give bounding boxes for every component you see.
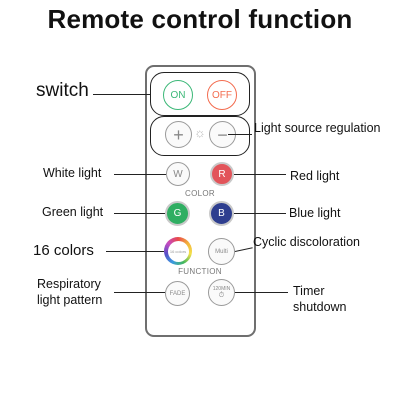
timer-label-line1: Timer — [293, 284, 325, 298]
green-light-button[interactable]: G — [165, 201, 190, 226]
blue-light-button[interactable]: B — [209, 201, 234, 226]
switch-leader-line — [93, 94, 150, 95]
white-light-button[interactable]: W — [166, 162, 190, 186]
sixteen-leader-line — [106, 251, 164, 252]
fade-button[interactable]: FADE — [165, 281, 190, 306]
function-caption: FUNCTION — [178, 267, 222, 276]
timer-label: 120MIN — [212, 285, 231, 292]
cyclic-discoloration-label: Cyclic discoloration — [253, 235, 360, 249]
regulation-callout-box — [150, 116, 250, 156]
sixteen-colors-label: 16 colors — [169, 248, 187, 254]
green-light-label: Green light — [42, 205, 104, 219]
on-label: ON — [170, 89, 186, 101]
blue-leader-line — [234, 213, 286, 214]
blue-light-label: Blue light — [289, 206, 341, 220]
r-label: R — [218, 168, 226, 180]
multi-button[interactable]: Multi — [208, 238, 235, 265]
red-light-button[interactable]: R — [210, 162, 234, 186]
w-label: W — [173, 168, 183, 180]
switch-label: switch — [36, 80, 89, 101]
g-label: G — [173, 208, 182, 219]
fade-label: FADE — [169, 290, 186, 297]
brightness-up-button[interactable]: + — [165, 121, 192, 148]
clock-icon: ⏱ — [218, 291, 225, 299]
white-light-label: White light — [43, 166, 102, 180]
timer-label-line2: shutdown — [293, 300, 347, 314]
timer-leader-line — [235, 292, 288, 293]
minus-icon: − — [217, 124, 228, 145]
multi-label: Multi — [215, 248, 228, 255]
sixteen-colors-button[interactable]: 16 colors — [164, 237, 192, 265]
switch-callout-box — [150, 72, 250, 116]
b-label: B — [218, 208, 225, 219]
green-leader-line — [114, 213, 165, 214]
sixteen-colors-text: 16 colors — [33, 242, 94, 259]
respiratory-leader-line — [114, 292, 165, 293]
respiratory-label-line2: light pattern — [37, 293, 103, 307]
on-button[interactable]: ON — [163, 80, 193, 110]
timer-button[interactable]: 120MIN ⏱ — [208, 279, 235, 306]
red-leader-line — [234, 174, 286, 175]
off-button[interactable]: OFF — [207, 80, 237, 110]
plus-icon: + — [173, 124, 184, 145]
color-caption: COLOR — [185, 189, 215, 198]
regulation-leader-line — [228, 134, 252, 135]
light-source-regulation-label: Light source regulation — [254, 121, 381, 135]
red-light-label: Red light — [290, 169, 340, 183]
brightness-icon: ☼ — [194, 125, 206, 140]
off-label: OFF — [212, 89, 232, 101]
respiratory-label-line1: Respiratory — [37, 277, 101, 291]
white-leader-line — [114, 174, 166, 175]
page-title: Remote control function — [47, 4, 353, 34]
